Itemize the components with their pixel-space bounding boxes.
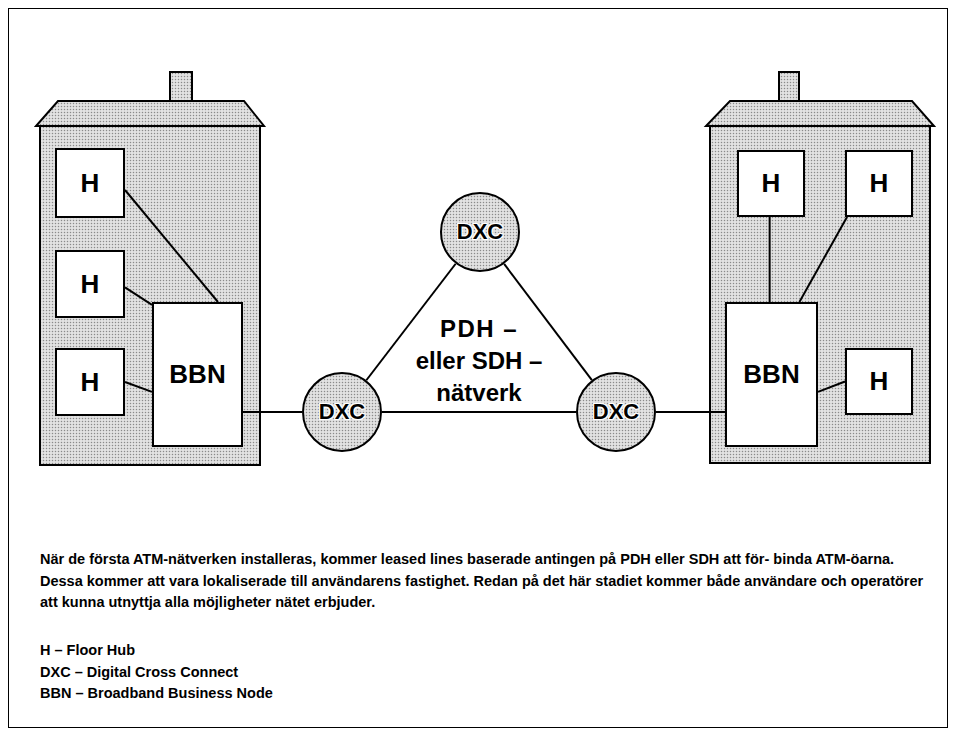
connector-line	[769, 217, 771, 302]
connector-line	[818, 382, 845, 392]
figure-caption: När de första ATM-nätverken installeras,…	[40, 549, 925, 614]
connector-line	[656, 411, 725, 413]
network-label: PDH – eller SDH – nätverk	[411, 313, 547, 409]
floor-hub-box: H	[845, 348, 913, 415]
connector-line	[125, 382, 152, 392]
business-node-box: BBN	[725, 302, 818, 447]
abbreviation-note: BBN – Broadband Business Node	[40, 683, 273, 704]
node-label: H	[81, 270, 100, 299]
connector-line	[243, 411, 302, 413]
figure-frame	[9, 9, 948, 728]
cross-connect-circle: DXC	[302, 372, 382, 452]
node-label: H	[81, 169, 100, 198]
floor-hub-box: H	[55, 250, 125, 318]
cross-connect-circle: DXC	[576, 372, 656, 452]
node-label: BBN	[169, 360, 225, 389]
node-label: DXC	[593, 400, 639, 424]
node-label: DXC	[457, 220, 503, 244]
node-label: H	[870, 367, 889, 396]
connector-line	[382, 411, 576, 413]
floor-hub-box: H	[55, 148, 125, 218]
cross-connect-circle: DXC	[440, 192, 520, 272]
node-label: H	[870, 169, 889, 198]
node-label: DXC	[319, 400, 365, 424]
connector-line	[125, 287, 152, 305]
node-label: H	[81, 368, 100, 397]
business-node-box: BBN	[152, 302, 243, 447]
abbreviation-note: DXC – Digital Cross Connect	[40, 662, 238, 683]
floor-hub-box: H	[55, 348, 125, 416]
floor-hub-box: H	[737, 150, 805, 217]
right-building	[706, 72, 934, 463]
left-building	[36, 72, 264, 465]
node-label: H	[762, 169, 781, 198]
connector-line	[799, 217, 847, 302]
floor-hub-box: H	[845, 150, 913, 217]
connector-line	[125, 190, 218, 302]
abbreviation-note: H – Floor Hub	[40, 640, 135, 661]
node-label: BBN	[743, 360, 799, 389]
